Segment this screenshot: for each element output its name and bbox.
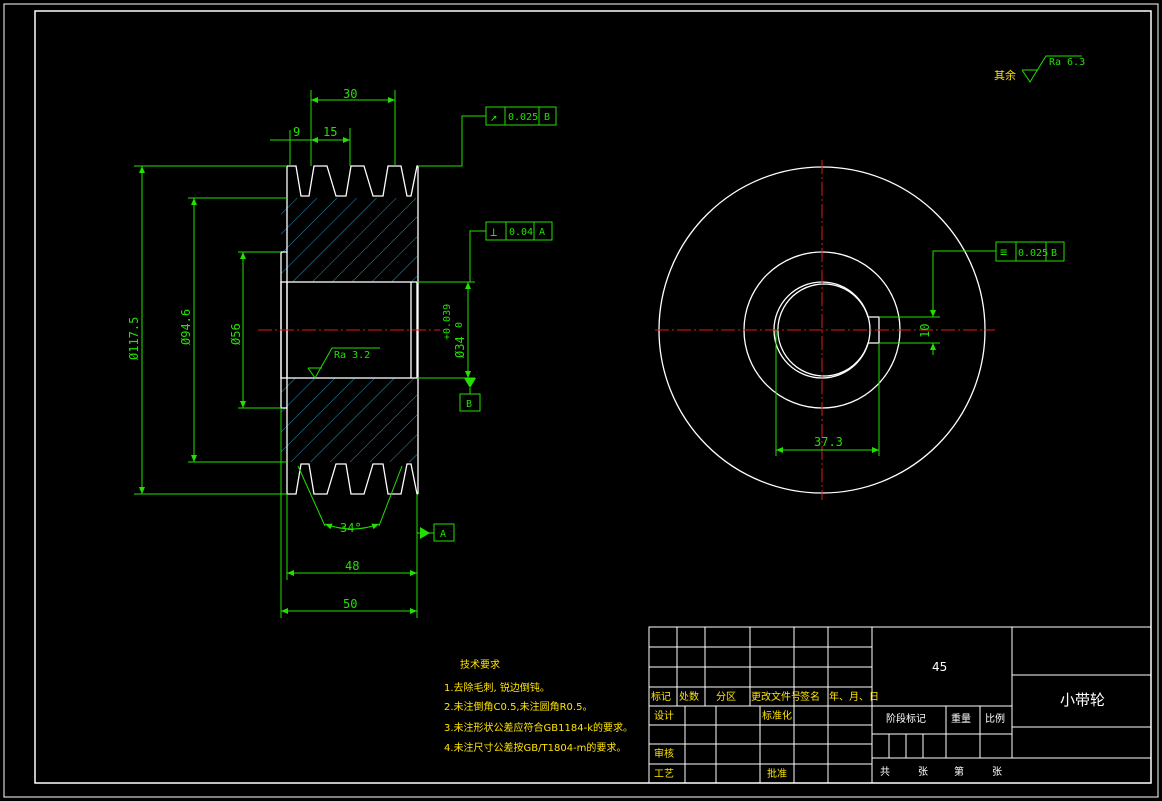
datum-a: A (417, 523, 455, 542)
svg-text:张: 张 (992, 766, 1002, 778)
technical-requirements: 技术要求 1.去除毛刺, 锐边倒钝。 2.未注倒角C0.5,未注圆角R0.5。 … (444, 658, 633, 754)
inner-border (34, 10, 1152, 784)
dim-tol-upper: +0.039 (442, 304, 453, 340)
dim-key-37: 37.3 (814, 435, 843, 449)
svg-text:张: 张 (918, 766, 928, 778)
dim-tol-lower: 0 (454, 322, 465, 328)
front-view (655, 160, 995, 500)
perpendicular-icon: ⊥ (490, 225, 497, 239)
material: 45 (932, 660, 947, 674)
symmetry-icon: ≡ (1000, 245, 1007, 259)
tech-item-2: 2.未注倒角C0.5,未注圆角R0.5。 (444, 700, 592, 713)
section-dimensions: 30 9 15 Ø117.5 Ø94.6 Ø56 Ø34 +0.039 0 (127, 87, 475, 618)
svg-text:工艺: 工艺 (654, 768, 674, 780)
svg-text:共: 共 (880, 766, 890, 778)
svg-text:第: 第 (954, 765, 964, 778)
svg-text:重量: 重量 (951, 712, 971, 725)
title-block (648, 626, 1152, 784)
front-dimensions: 10 37.3 (775, 305, 940, 456)
svg-text:设计: 设计 (654, 709, 674, 722)
symmetry-tolerance-frame: ≡ 0.025 B (932, 241, 1065, 317)
svg-text:标准化: 标准化 (762, 709, 792, 722)
roughness-other: 其余 Ra 6.3 (994, 55, 1085, 83)
svg-text:分区: 分区 (716, 691, 736, 703)
tech-item-3: 3.未注形状公差应符合GB1184-k的要求。 (444, 721, 633, 734)
tech-title: 技术要求 (460, 658, 500, 671)
dim-50: 50 (343, 597, 357, 611)
svg-text:签名: 签名 (800, 690, 820, 703)
dim-dia-117: Ø117.5 (127, 317, 141, 360)
svg-text:比例: 比例 (985, 712, 1005, 725)
svg-text:批准: 批准 (767, 767, 787, 780)
svg-text:B: B (544, 112, 550, 123)
dim-15: 15 (323, 125, 337, 139)
svg-text:0.04: 0.04 (509, 227, 533, 238)
svg-text:B: B (466, 399, 472, 410)
svg-text:阶段标记: 阶段标记 (886, 712, 926, 725)
svg-text:更改文件号: 更改文件号 (751, 690, 801, 703)
outer-border (3, 3, 1159, 798)
svg-text:审核: 审核 (654, 747, 674, 760)
tech-item-4: 4.未注尺寸公差按GB/T1804-m的要求。 (444, 741, 626, 754)
dim-48: 48 (345, 559, 359, 573)
dim-angle: 34° (340, 521, 362, 535)
svg-text:B: B (1051, 248, 1057, 259)
svg-text:A: A (440, 529, 446, 540)
svg-text:0.025: 0.025 (1018, 248, 1048, 259)
perpendicularity-tolerance-frame: ⊥ 0.04 A (469, 221, 553, 282)
svg-text:年、月、日: 年、月、日 (829, 690, 879, 703)
part-name: 小带轮 (1060, 691, 1105, 709)
svg-text:其余: 其余 (994, 68, 1016, 82)
dim-dia-56: Ø56 (229, 323, 243, 345)
datum-b: B (459, 378, 481, 412)
runout-tolerance-frame: ↗ 0.025 B (418, 106, 557, 167)
svg-text:A: A (539, 227, 545, 238)
dim-dia-94: Ø94.6 (179, 309, 193, 345)
dim-9: 9 (293, 125, 300, 139)
svg-text:标记: 标记 (651, 691, 671, 703)
dim-30: 30 (343, 87, 357, 101)
tech-item-1: 1.去除毛刺, 锐边倒钝。 (444, 681, 550, 694)
svg-text:Ra 6.3: Ra 6.3 (1049, 57, 1085, 68)
svg-text:处数: 处数 (679, 690, 699, 703)
svg-text:0.025: 0.025 (508, 112, 538, 123)
dim-key-10: 10 (918, 324, 932, 338)
runout-icon: ↗ (490, 110, 497, 124)
dim-dia-34: Ø34 (453, 336, 467, 358)
section-view (258, 165, 440, 495)
roughness-bore: Ra 3.2 (334, 350, 370, 361)
title-block-text: 标记 处数 分区 更改文件号 签名 年、月、日 设计 标准化 审核 工艺 批准 … (651, 660, 1105, 780)
